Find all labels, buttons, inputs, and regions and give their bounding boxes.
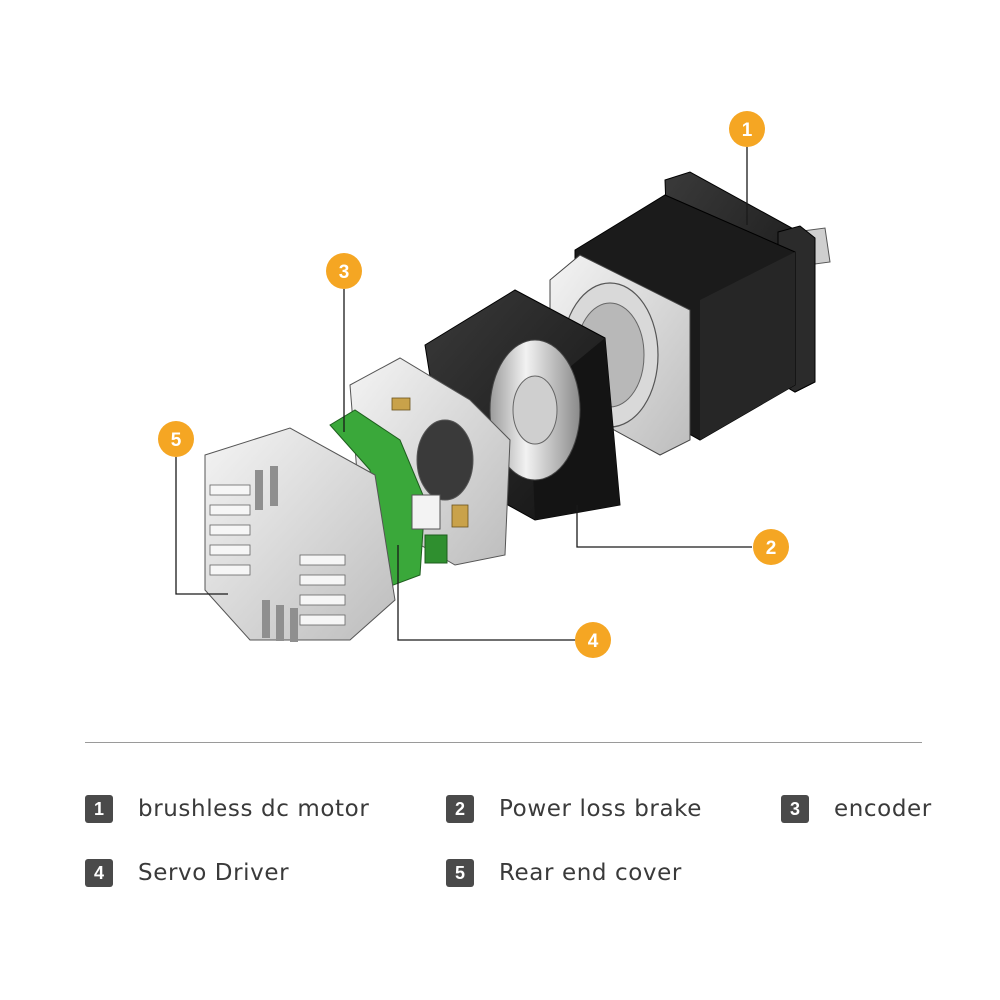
callout-4: 4 [575, 622, 611, 658]
legend-item-power-loss-brake: 2 Power loss brake [446, 793, 702, 825]
svg-text:3: 3 [339, 262, 350, 283]
svg-text:5: 5 [171, 430, 182, 451]
divider [85, 742, 922, 743]
leader-line-5 [175, 457, 228, 595]
callout-3: 3 [326, 253, 362, 289]
legend-number-badge: 3 [781, 795, 809, 823]
leader-line-2 [576, 505, 752, 548]
svg-text:1: 1 [742, 120, 753, 141]
legend-number-badge: 4 [85, 859, 113, 887]
legend-label: Rear end cover [499, 860, 682, 886]
legend-number-badge: 1 [85, 795, 113, 823]
legend-label: Power loss brake [499, 796, 702, 822]
leader-line-4 [397, 545, 575, 641]
legend-label: encoder [834, 796, 932, 822]
brake-part [424, 289, 621, 521]
legend-label: Servo Driver [138, 860, 290, 886]
svg-text:2: 2 [766, 538, 777, 559]
legend-item-encoder: 3 encoder [781, 793, 932, 825]
callout-2: 2 [753, 529, 789, 565]
svg-text:4: 4 [588, 631, 599, 652]
legend-item-rear-end-cover: 5 Rear end cover [446, 857, 682, 889]
legend-item-brushless-dc-motor: 1 brushless dc motor [85, 793, 369, 825]
callout-1: 1 [729, 111, 765, 147]
legend-label: brushless dc motor [138, 796, 370, 822]
callout-5: 5 [158, 421, 194, 457]
rear-cover-part [204, 427, 396, 642]
legend-item-servo-driver: 4 Servo Driver [85, 857, 289, 889]
legend-number-badge: 5 [446, 859, 474, 887]
legend-number-badge: 2 [446, 795, 474, 823]
